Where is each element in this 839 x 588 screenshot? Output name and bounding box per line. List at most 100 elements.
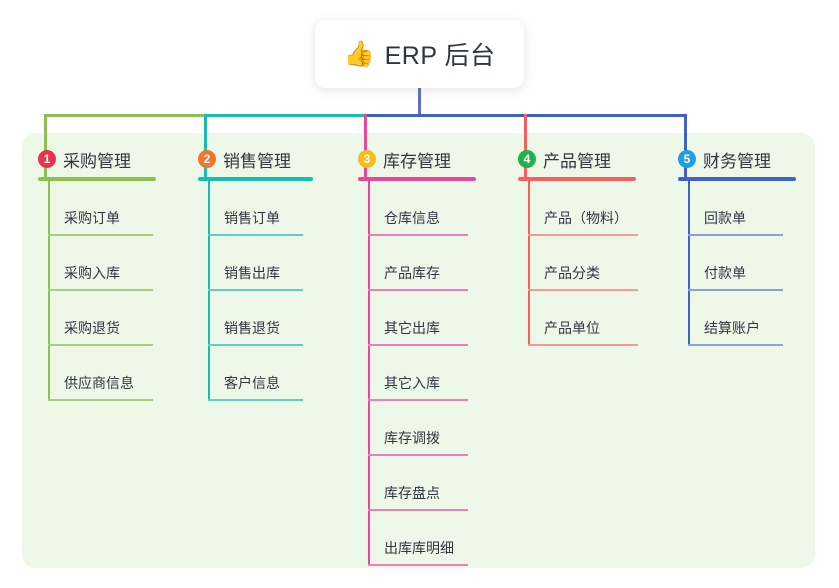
branch-leaf-list: 销售订单销售出库销售退货客户信息 [208,181,303,401]
root-node[interactable]: 👍 ERP 后台 [315,20,524,88]
leaf-label: 其它入库 [384,375,440,391]
leaf-label: 回款单 [704,210,746,226]
leaf-rule [368,564,468,566]
branch-spine-line [688,181,690,346]
branch-drop-3 [364,114,367,177]
leaf-rule [208,234,303,236]
leaf-node[interactable]: 付款单 [688,236,783,291]
branch-title: 产品管理 [543,151,611,171]
leaf-label: 产品库存 [384,265,440,281]
branch-header-3[interactable]: 3 库存管理 [358,147,451,171]
branch-number-badge: 5 [678,150,696,168]
leaf-label: 客户信息 [224,375,280,391]
leaf-node[interactable]: 回款单 [688,181,783,236]
leaf-label: 供应商信息 [64,375,134,391]
thumbs-up-icon: 👍 [343,39,375,68]
leaf-node[interactable]: 销售退货 [208,291,303,346]
leaf-label: 库存调拨 [384,430,440,446]
leaf-label: 采购退货 [64,320,120,336]
leaf-node[interactable]: 客户信息 [208,346,303,401]
leaf-label: 产品（物料） [544,210,628,226]
branch-title: 财务管理 [703,151,771,171]
branch-leaf-list: 回款单付款单结算账户 [688,181,783,346]
leaf-rule [368,289,468,291]
leaf-rule [48,399,153,401]
leaf-node[interactable]: 采购入库 [48,236,153,291]
leaf-node[interactable]: 仓库信息 [368,181,468,236]
leaf-rule [528,344,638,346]
branch-header-4[interactable]: 4 产品管理 [518,147,611,171]
leaf-label: 销售退货 [224,320,280,336]
bus-segment-3 [364,114,527,117]
leaf-node[interactable]: 库存盘点 [368,456,468,511]
leaf-node[interactable]: 其它入库 [368,346,468,401]
branch-header-rule [358,177,476,181]
leaf-node[interactable]: 供应商信息 [48,346,153,401]
branch-header-rule [198,177,313,181]
branch-leaf-list: 产品（物料） 产品分类产品单位 [528,181,638,346]
leaf-node[interactable]: 采购订单 [48,181,153,236]
leaf-label: 销售订单 [224,210,280,226]
branch-number-badge: 1 [38,150,56,168]
leaf-node[interactable]: 结算账户 [688,291,783,346]
leaf-rule [48,289,153,291]
leaf-rule [368,509,468,511]
leaf-node[interactable]: 产品（物料） [528,181,638,236]
leaf-rule [688,289,783,291]
leaf-rule [208,289,303,291]
leaf-rule [368,454,468,456]
branches-panel [22,133,815,568]
branch-column-2: 2 销售管理销售订单销售出库销售退货客户信息 [198,147,313,401]
branch-title: 销售管理 [223,151,291,171]
branch-title: 库存管理 [383,151,451,171]
branch-spine-line [528,181,530,346]
branch-spine-line [368,181,370,566]
branch-drop-1 [44,114,47,177]
branch-header-rule [38,177,156,181]
branch-header-rule [678,177,796,181]
leaf-node[interactable]: 采购退货 [48,291,153,346]
leaf-node[interactable]: 产品分类 [528,236,638,291]
branch-number-badge: 2 [198,150,216,168]
branch-header-2[interactable]: 2 销售管理 [198,147,291,171]
leaf-label: 仓库信息 [384,210,440,226]
branch-column-4: 4 产品管理产品（物料） 产品分类产品单位 [518,147,638,346]
bus-segment-4 [524,114,687,117]
leaf-rule [688,234,783,236]
leaf-node[interactable]: 其它出库 [368,291,468,346]
branch-drop-2 [204,114,207,177]
branch-column-5: 5 财务管理回款单付款单结算账户 [678,147,796,346]
leaf-node[interactable]: 产品单位 [528,291,638,346]
leaf-node[interactable]: 销售出库 [208,236,303,291]
branch-number-badge: 3 [358,150,376,168]
leaf-rule [528,289,638,291]
branch-drop-5 [684,114,687,177]
leaf-label: 库存盘点 [384,485,440,501]
leaf-rule [688,344,783,346]
leaf-node[interactable]: 产品库存 [368,236,468,291]
branch-column-3: 3 库存管理仓库信息产品库存其它出库其它入库库存调拨库存盘点出库库明细 [358,147,476,566]
branch-drop-4 [524,114,527,177]
root-stem-line [418,88,421,117]
leaf-label: 产品单位 [544,320,600,336]
leaf-rule [368,234,468,236]
branch-header-5[interactable]: 5 财务管理 [678,147,771,171]
leaf-label: 销售出库 [224,265,280,281]
branch-number-badge: 4 [518,150,536,168]
leaf-node[interactable]: 销售订单 [208,181,303,236]
branch-leaf-list: 采购订单采购入库采购退货供应商信息 [48,181,153,401]
leaf-rule [208,344,303,346]
bus-segment-1 [44,114,207,117]
leaf-label: 付款单 [704,265,746,281]
leaf-node[interactable]: 出库库明细 [368,511,468,566]
leaf-rule [368,344,468,346]
branch-spine-line [48,181,50,401]
branch-spine-line [208,181,210,401]
leaf-rule [48,234,153,236]
leaf-node[interactable]: 库存调拨 [368,401,468,456]
branch-header-rule [518,177,636,181]
bus-segment-2 [204,114,367,117]
